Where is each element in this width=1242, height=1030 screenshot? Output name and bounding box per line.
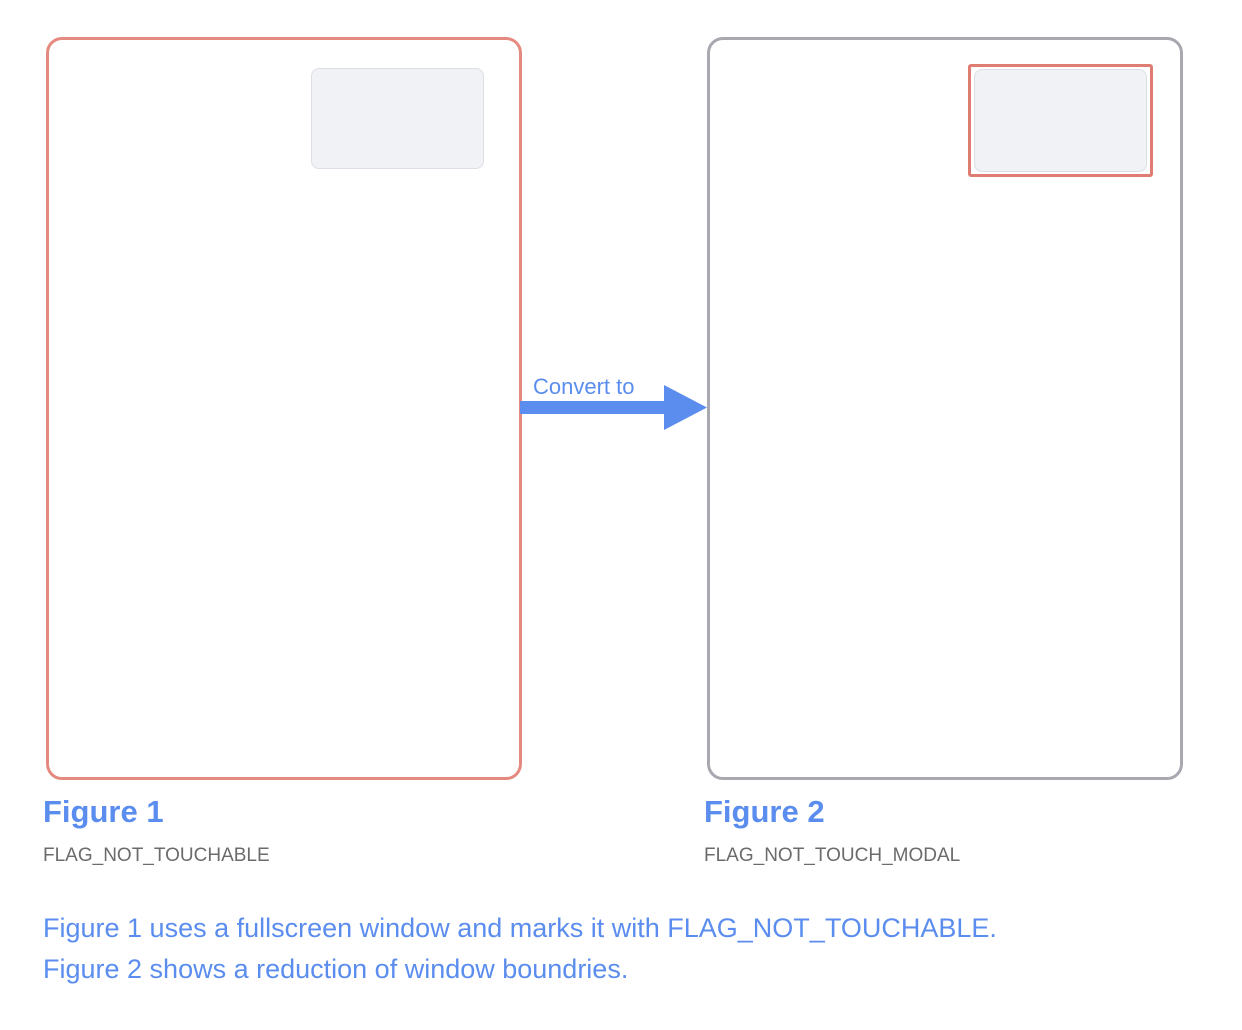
caption-line-1: Figure 1 uses a fullscreen window and ma… — [43, 913, 997, 943]
convert-to-label: Convert to — [533, 374, 635, 399]
figure2-floating-panel — [974, 69, 1147, 172]
figure2-window — [707, 37, 1183, 780]
figure2-window-boundary — [968, 64, 1153, 177]
convert-arrow-icon — [520, 385, 707, 430]
figure1-title: Figure 1 — [43, 794, 164, 829]
figure1-fullscreen-window — [46, 37, 522, 780]
figure2-title: Figure 2 — [704, 794, 825, 829]
caption-line-2: Figure 2 shows a reduction of window bou… — [43, 954, 629, 984]
convert-arrow-shaft — [520, 401, 668, 414]
figure1-floating-panel — [311, 68, 484, 169]
figure2-flag-label: FLAG_NOT_TOUCH_MODAL — [704, 845, 961, 866]
figure1-flag-label: FLAG_NOT_TOUCHABLE — [43, 845, 270, 866]
convert-arrow-head — [664, 385, 707, 430]
